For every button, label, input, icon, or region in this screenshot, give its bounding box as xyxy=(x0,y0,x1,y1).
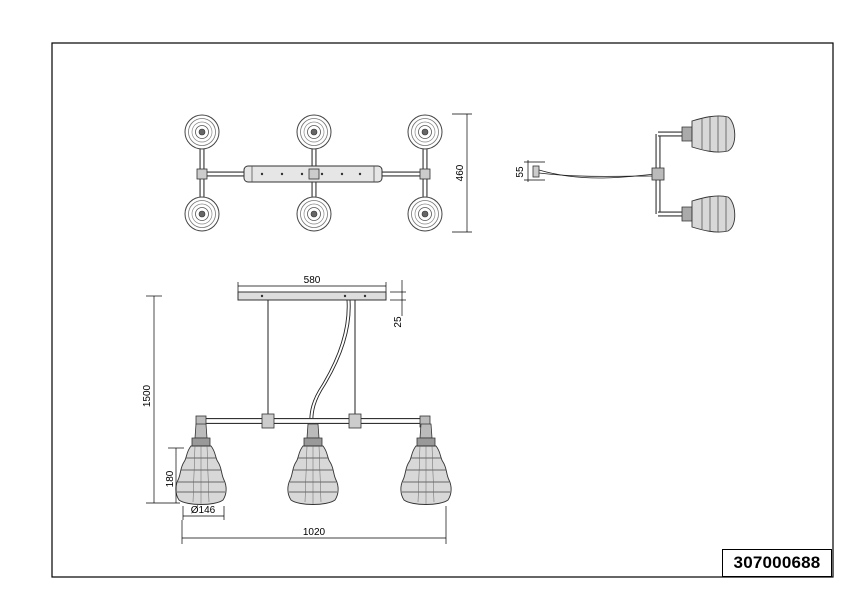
side-view: 55 xyxy=(515,115,736,233)
total-width-label: 1020 xyxy=(303,527,326,538)
canopy-height-label: 25 xyxy=(393,316,404,328)
top-view-height-label: 460 xyxy=(455,164,466,181)
front-view-canopy xyxy=(237,291,387,301)
shade-diameter-label: Ø146 xyxy=(191,505,216,516)
canopy-width-label: 580 xyxy=(304,275,321,286)
total-height-label: 1500 xyxy=(142,384,153,407)
product-code-box: 307000688 xyxy=(722,549,832,577)
side-view-canopy xyxy=(532,165,540,178)
shade-height-label: 180 xyxy=(165,470,176,487)
sheet-border xyxy=(51,42,834,578)
front-view: 580 25 1500 180 xyxy=(142,275,452,544)
side-view-canopy-label: 55 xyxy=(515,166,526,178)
top-view: 460 xyxy=(184,113,472,233)
product-code: 307000688 xyxy=(733,553,821,572)
